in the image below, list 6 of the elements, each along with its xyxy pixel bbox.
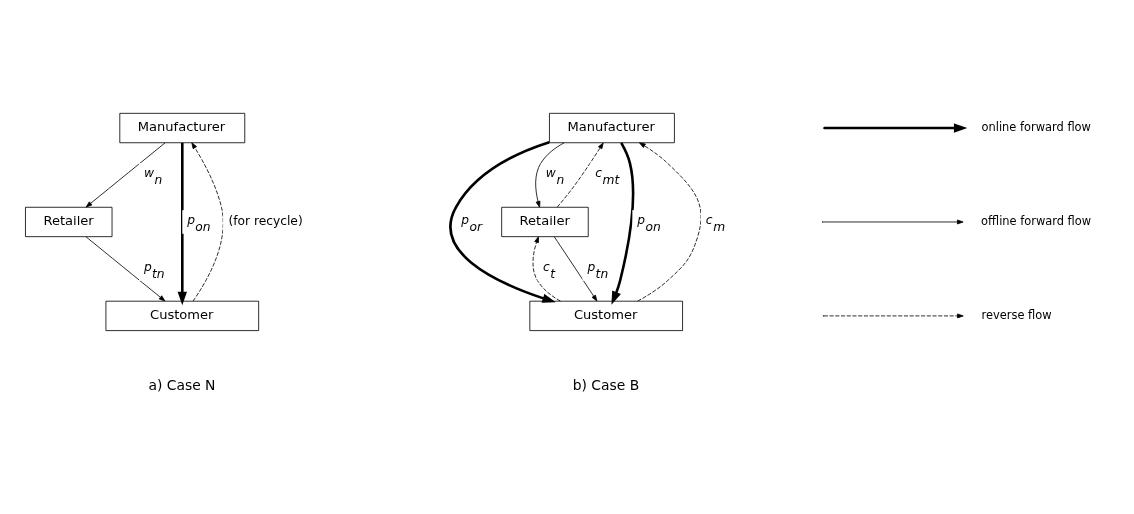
legend-label: reverse flow [981,307,1052,322]
label: b) Case B [572,376,640,393]
legend-label: offline forward flow [981,213,1092,228]
label: a) Case N [148,376,216,393]
legend-label: online forward flow [981,119,1091,134]
edge-label: (for recycle) [228,213,303,228]
